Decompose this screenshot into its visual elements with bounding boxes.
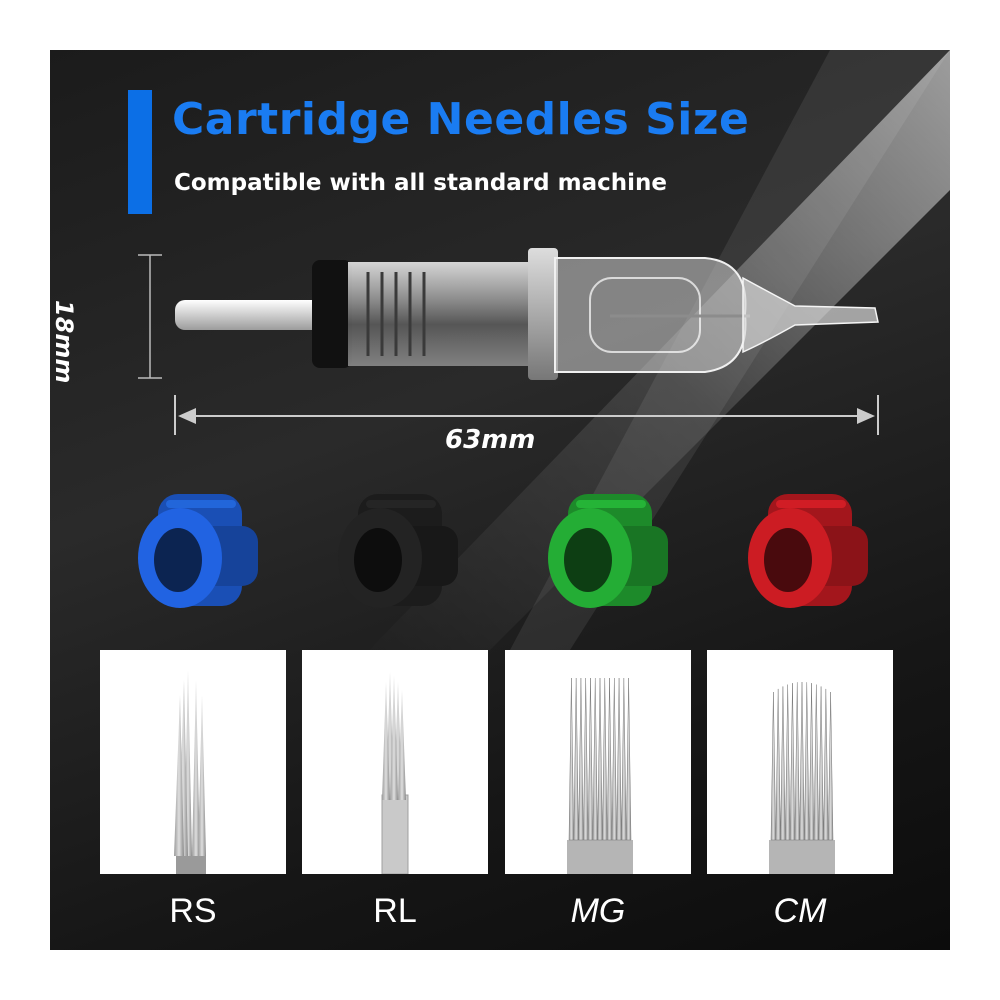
cartridge-body [348, 262, 533, 366]
grommet-red [748, 494, 868, 608]
cartridge-threads [366, 272, 426, 356]
cartridge-flange [528, 248, 558, 380]
grommet-blue [138, 494, 258, 608]
needle-point [799, 681, 805, 841]
needle-label-rs: RS [169, 892, 217, 930]
needle-point [597, 677, 603, 841]
grommet-black [338, 494, 458, 608]
needle-card-rl [302, 650, 488, 875]
needle-cm-illustration [769, 681, 835, 874]
needle-point [823, 688, 829, 841]
cartridge-tip [742, 276, 879, 354]
needle-card-rs [100, 650, 286, 874]
needle-point [804, 682, 810, 841]
needle-point [616, 677, 622, 841]
diameter-label: 18mm [50, 300, 78, 384]
needle-point [770, 691, 777, 841]
needle-rs-illustration [174, 670, 206, 874]
needle-mg-illustration [567, 677, 633, 874]
needle-point [602, 677, 608, 841]
title-accent-bar [128, 90, 152, 214]
needle-point [606, 677, 613, 841]
cartridge-illustration [138, 248, 879, 608]
needle-card-cm [707, 650, 893, 874]
length-label: 63mm [445, 425, 536, 455]
needle-point [587, 677, 594, 841]
needle-point [568, 677, 575, 841]
needle-point [775, 688, 781, 841]
needle-label-mg: MG [570, 892, 626, 930]
diameter-dimension-line [138, 254, 162, 379]
page-subtitle: Compatible with all standard machine [174, 170, 667, 196]
cartridge-cap [312, 260, 352, 368]
length-dimension-line [174, 395, 879, 435]
page-title: Cartridge Needles Size [172, 94, 750, 145]
needle-card-mg [505, 650, 691, 874]
needle-point [789, 683, 796, 841]
needle-point [611, 677, 617, 841]
needle-point [780, 686, 786, 841]
needle-point [813, 684, 819, 841]
needle-label-cm: CM [773, 892, 827, 930]
needle-point [592, 677, 598, 841]
grommet-green [548, 494, 668, 608]
needle-point [827, 691, 834, 841]
needle-rl-illustration [381, 672, 409, 875]
needle-point [794, 682, 800, 841]
cartridge-rod [175, 300, 325, 330]
needle-point [573, 677, 579, 841]
needle-point [818, 686, 824, 841]
needle-point [621, 677, 627, 841]
needle-point [808, 683, 815, 841]
product-panel: Cartridge Needles Size Compatible with a… [50, 50, 950, 950]
needle-label-rl: RL [373, 892, 417, 930]
needle-point [583, 677, 589, 841]
needle-point [578, 677, 584, 841]
needle-point [785, 684, 791, 841]
needle-point [625, 677, 632, 841]
